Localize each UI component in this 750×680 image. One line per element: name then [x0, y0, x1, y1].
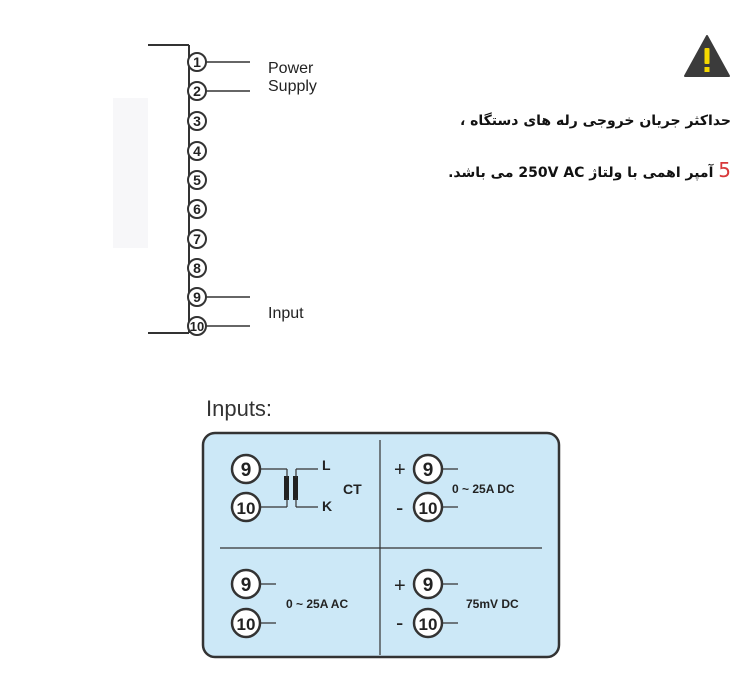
q2-plus: + [394, 459, 406, 481]
q2-terminal-10: 10 [419, 499, 438, 518]
terminal-3: 3 [187, 111, 207, 131]
device-bracket [148, 44, 190, 334]
svg-text:7: 7 [193, 231, 201, 247]
terminal-block-diagram: 1 2 3 4 5 6 7 8 9 10 [148, 44, 250, 336]
q1-terminal-10: 10 [237, 499, 256, 518]
inputs-panel: 9 10 L K CT + - 9 10 0 ~ 25A DC 9 10 0 ~… [201, 431, 561, 659]
q1-terminal-9: 9 [241, 460, 252, 481]
svg-text:3: 3 [193, 113, 201, 129]
q1-k-label: K [322, 498, 332, 514]
warning-triangle-icon [684, 35, 730, 77]
terminal-1: 1 [187, 52, 207, 72]
svg-text:6: 6 [193, 201, 201, 217]
quadrant-dc-current: + - 9 10 0 ~ 25A DC [394, 453, 515, 523]
supply-label: Supply [268, 78, 317, 95]
warning-text-line-1: حداکثر جریان خروجی رله های دستگاه ، [459, 113, 731, 129]
inputs-title: Inputs: [206, 396, 273, 421]
q2-range: 0 ~ 25A DC [452, 482, 515, 496]
q4-plus: + [394, 575, 406, 597]
power-label: Power [268, 60, 314, 77]
warning-text-line-2: 5 آمپر اهمی با ولتاژ 250V AC می باشد. [448, 158, 731, 182]
input-label: Input [268, 305, 304, 322]
quadrant-ct: 9 10 L K CT [230, 453, 362, 523]
q3-terminal-10: 10 [237, 615, 256, 634]
svg-text:10: 10 [190, 319, 204, 334]
terminal-2: 2 [187, 81, 207, 101]
terminal-5: 5 [187, 170, 207, 190]
svg-text:5: 5 [193, 172, 201, 188]
q3-terminal-9: 9 [241, 575, 252, 596]
terminal-8: 8 [187, 258, 207, 278]
terminal-4: 4 [187, 141, 207, 161]
q1-ct-label: CT [343, 481, 362, 497]
quadrant-mv-dc: + - 9 10 75mV DC [394, 568, 519, 639]
svg-text:8: 8 [193, 260, 201, 276]
q3-range: 0 ~ 25A AC [286, 597, 348, 611]
q4-range: 75mV DC [466, 597, 519, 611]
q1-l-label: L [322, 457, 331, 473]
svg-text:4: 4 [193, 143, 201, 159]
svg-text:2: 2 [193, 83, 201, 99]
terminal-10: 10 [187, 316, 207, 336]
terminal-7: 7 [187, 229, 207, 249]
warning-current-value: 5 [718, 158, 731, 182]
svg-text:1: 1 [193, 54, 201, 70]
q4-terminal-10: 10 [419, 615, 438, 634]
terminal-6: 6 [187, 199, 207, 219]
q2-minus: - [396, 495, 403, 520]
q4-minus: - [396, 610, 403, 635]
q4-terminal-9: 9 [423, 575, 434, 596]
q2-terminal-9: 9 [423, 460, 434, 481]
svg-text:9: 9 [193, 289, 201, 305]
warning-text-rest: آمپر اهمی با ولتاژ 250V AC می باشد. [448, 165, 719, 181]
quadrant-ac-current: 9 10 0 ~ 25A AC [230, 568, 348, 639]
terminal-9: 9 [187, 287, 207, 307]
